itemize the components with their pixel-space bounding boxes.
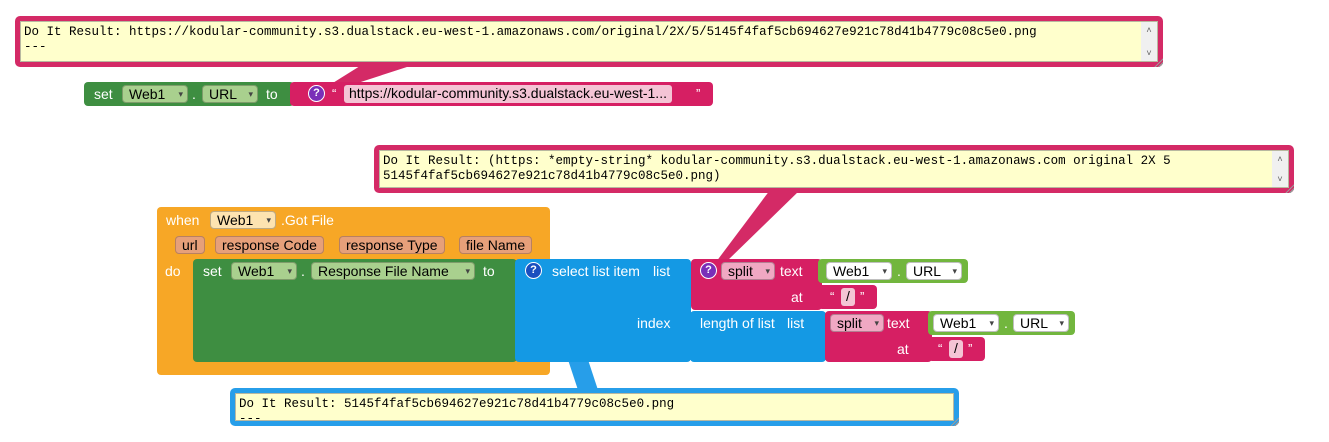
- param-response-type[interactable]: response Type: [339, 236, 445, 254]
- string-value[interactable]: https://kodular-community.s3.dualstack.e…: [344, 85, 672, 103]
- component-label: Web1: [238, 263, 275, 279]
- list-socket-label: list: [653, 263, 671, 279]
- property-label: URL: [209, 86, 238, 102]
- close-quote-icon: ”: [968, 341, 973, 356]
- separator-value[interactable]: /: [949, 340, 963, 358]
- question-mutator-icon[interactable]: ?: [525, 262, 542, 279]
- component-dropdown[interactable]: Web1 ▾: [933, 314, 999, 332]
- param-file-name[interactable]: file Name: [459, 236, 533, 254]
- chevron-down-icon: ▾: [765, 266, 770, 276]
- chevron-down-icon: ▾: [989, 318, 994, 328]
- property-label: URL: [1020, 315, 1049, 331]
- web1-url-getter-1[interactable]: Web1 ▾ . URL ▾: [818, 259, 968, 283]
- component-label: Web1: [833, 263, 870, 279]
- to-keyword: to: [266, 86, 278, 102]
- when-keyword: when: [166, 212, 200, 228]
- dot-separator: .: [1004, 315, 1008, 331]
- component-label: Web1: [940, 315, 977, 331]
- param-response-code[interactable]: response Code: [215, 236, 324, 254]
- question-mutator-icon[interactable]: ?: [308, 85, 325, 102]
- at-socket-label: at: [897, 341, 909, 357]
- split-dropdown[interactable]: split ▾: [721, 262, 775, 280]
- do-keyword: do: [165, 263, 181, 279]
- component-dropdown[interactable]: Web1 ▾: [826, 262, 892, 280]
- open-quote-icon: “: [938, 341, 943, 356]
- component-label: Web1: [129, 86, 166, 102]
- to-keyword: to: [483, 263, 495, 279]
- split-block-2[interactable]: split ▾ text at: [825, 311, 932, 362]
- open-quote-icon: “: [332, 86, 337, 101]
- resize-handle-icon[interactable]: [1285, 184, 1294, 193]
- text-string-block[interactable]: ? “ https://kodular-community.s3.dualsta…: [290, 82, 713, 106]
- select-list-item-block[interactable]: ? select list item list index: [515, 259, 691, 362]
- middle-comment-text[interactable]: Do It Result: (https: *empty-string* kod…: [379, 150, 1289, 188]
- length-of-list-block[interactable]: length of list list: [690, 311, 826, 362]
- top-comment-bubble[interactable]: Do It Result: https://kodular-community.…: [15, 16, 1163, 67]
- text-socket-label: text: [780, 263, 803, 279]
- dot-separator: .: [192, 86, 196, 102]
- event-component-dropdown[interactable]: Web1 ▾: [210, 211, 276, 229]
- scroll-up-icon[interactable]: ˄: [1146, 25, 1152, 35]
- chevron-down-icon: ▾: [178, 89, 183, 99]
- chevron-down-icon: ▾: [287, 266, 292, 276]
- chevron-down-icon: ▾: [266, 215, 271, 225]
- separator-value[interactable]: /: [841, 288, 855, 306]
- list-socket-label: list: [787, 315, 805, 331]
- index-socket-label: index: [637, 315, 671, 331]
- component-label: Web1: [217, 212, 254, 228]
- close-quote-icon: ”: [696, 86, 701, 101]
- chevron-down-icon: ▾: [1059, 318, 1064, 328]
- scroll-up-icon[interactable]: ˄: [1277, 154, 1283, 164]
- resize-handle-icon[interactable]: [1154, 58, 1163, 67]
- component-dropdown[interactable]: Web1 ▾: [231, 262, 297, 280]
- property-dropdown[interactable]: URL ▾: [906, 262, 962, 280]
- bottom-comment-text[interactable]: Do It Result: 5145f4faf5cb694627e921c78d…: [235, 393, 954, 421]
- middle-comment-scrollbar[interactable]: ˄ ˅: [1272, 151, 1288, 187]
- top-comment-scrollbar[interactable]: ˄ ˅: [1141, 22, 1157, 61]
- select-list-item-label: select list item: [552, 263, 640, 279]
- close-quote-icon: ”: [860, 289, 865, 304]
- top-comment-text[interactable]: Do It Result: https://kodular-community.…: [20, 21, 1158, 62]
- property-dropdown[interactable]: URL ▾: [202, 85, 258, 103]
- set-keyword: set: [94, 86, 113, 102]
- property-dropdown[interactable]: Response File Name ▾: [311, 262, 475, 280]
- set-keyword: set: [203, 263, 222, 279]
- length-of-list-label: length of list: [700, 315, 775, 331]
- set-response-file-name-block[interactable]: set Web1 ▾ . Response File Name ▾ to: [193, 259, 517, 362]
- property-dropdown[interactable]: URL ▾: [1013, 314, 1069, 332]
- component-dropdown[interactable]: Web1 ▾: [122, 85, 188, 103]
- property-label: Response File Name: [318, 263, 449, 279]
- split-label: split: [837, 315, 862, 331]
- text-socket-label: text: [887, 315, 910, 331]
- slash-string-block-1[interactable]: “ / ”: [818, 285, 877, 309]
- resize-handle-icon[interactable]: [950, 417, 959, 426]
- chevron-down-icon: ▾: [465, 266, 470, 276]
- chevron-down-icon: ▾: [882, 266, 887, 276]
- split-label: split: [728, 263, 753, 279]
- split-block-1[interactable]: ? split ▾ text at: [691, 259, 822, 310]
- chevron-down-icon: ▾: [952, 266, 957, 276]
- dot-separator: .: [301, 263, 305, 279]
- param-url[interactable]: url: [175, 236, 205, 254]
- split-dropdown[interactable]: split ▾: [830, 314, 884, 332]
- property-label: URL: [913, 263, 942, 279]
- open-quote-icon: “: [830, 289, 835, 304]
- chevron-down-icon: ▾: [248, 89, 253, 99]
- set-url-block[interactable]: set Web1 ▾ . URL ▾ to: [84, 82, 294, 106]
- at-socket-label: at: [791, 289, 803, 305]
- bottom-comment-bubble[interactable]: Do It Result: 5145f4faf5cb694627e921c78d…: [230, 388, 959, 426]
- scroll-down-icon[interactable]: ˅: [1146, 48, 1152, 58]
- event-name: .Got File: [281, 212, 334, 228]
- middle-comment-bubble[interactable]: Do It Result: (https: *empty-string* kod…: [374, 145, 1294, 193]
- chevron-down-icon: ▾: [874, 318, 879, 328]
- scroll-down-icon[interactable]: ˅: [1277, 174, 1283, 184]
- question-mutator-icon[interactable]: ?: [700, 262, 717, 279]
- middle-comment-tail: [716, 190, 800, 262]
- web1-url-getter-2[interactable]: Web1 ▾ . URL ▾: [928, 311, 1075, 335]
- slash-string-block-2[interactable]: “ / ”: [928, 337, 985, 361]
- dot-separator: .: [897, 263, 901, 279]
